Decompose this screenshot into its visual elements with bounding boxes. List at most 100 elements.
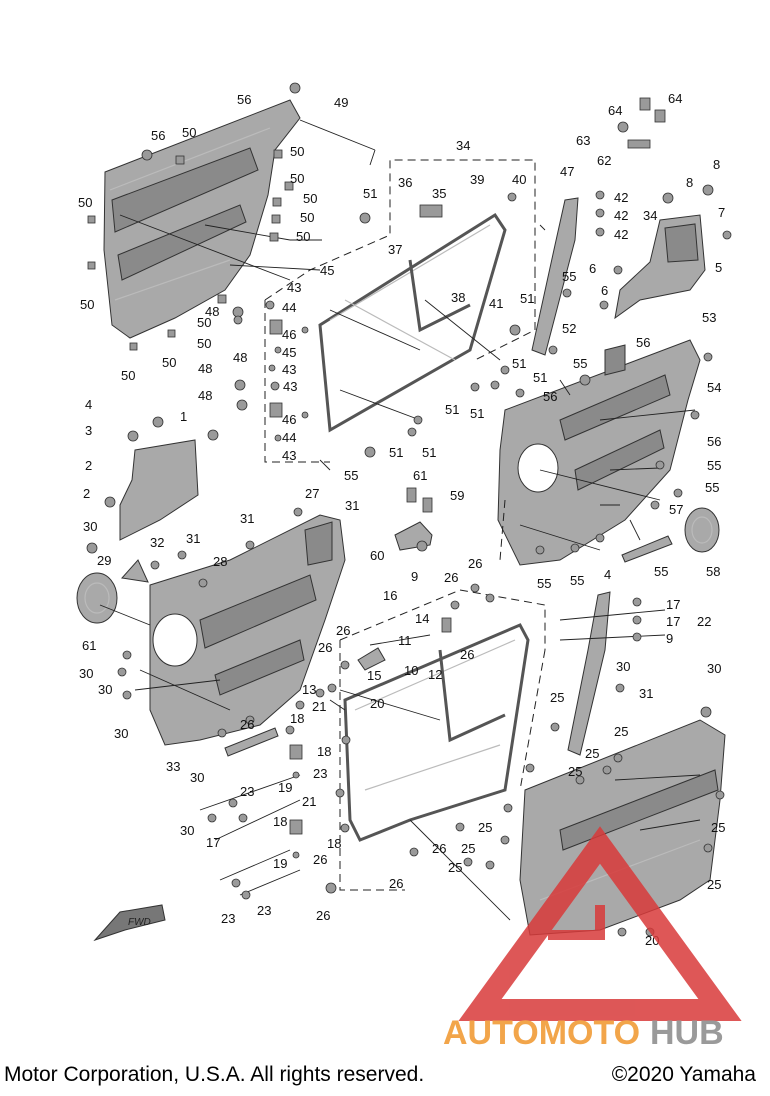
callout-label: 25 bbox=[478, 820, 492, 835]
callout-label: 26 bbox=[444, 570, 458, 585]
callout-label: 33 bbox=[166, 759, 180, 774]
upper-door-frame bbox=[318, 204, 507, 433]
callout-label: 9 bbox=[666, 631, 673, 646]
callout-label: 48 bbox=[198, 388, 212, 403]
callout-label: 39 bbox=[470, 172, 484, 187]
callout-label: 2 bbox=[83, 486, 90, 501]
callout-label: 26 bbox=[336, 623, 350, 638]
callout-label: 47 bbox=[560, 164, 574, 179]
callout-label: 50 bbox=[197, 336, 211, 351]
callout-label: 17 bbox=[666, 597, 680, 612]
callout-label: 51 bbox=[422, 445, 436, 460]
callout-label: 56 bbox=[543, 389, 557, 404]
callout-label: 31 bbox=[186, 531, 200, 546]
callout-label: 1 bbox=[180, 409, 187, 424]
callout-label: 13 bbox=[302, 682, 316, 697]
callout-label: 45 bbox=[282, 345, 296, 360]
callout-label: 21 bbox=[302, 794, 316, 809]
callout-label: 30 bbox=[180, 823, 194, 838]
callout-label: 3 bbox=[85, 423, 92, 438]
callout-label: 50 bbox=[197, 315, 211, 330]
callout-label: 64 bbox=[668, 91, 682, 106]
callout-label: 21 bbox=[312, 699, 326, 714]
callout-label: 26 bbox=[240, 717, 254, 732]
callout-label: 36 bbox=[398, 175, 412, 190]
grab-handle bbox=[531, 197, 579, 356]
callout-label: 42 bbox=[614, 190, 628, 205]
callout-label: 56 bbox=[237, 92, 251, 107]
callout-label: 56 bbox=[707, 434, 721, 449]
callout-label: 50 bbox=[303, 191, 317, 206]
callout-label: 6 bbox=[589, 261, 596, 276]
callout-label: 38 bbox=[451, 290, 465, 305]
callout-label: 23 bbox=[257, 903, 271, 918]
callout-label: 31 bbox=[345, 498, 359, 513]
callout-label: 55 bbox=[573, 356, 587, 371]
callout-label: 17 bbox=[206, 835, 220, 850]
callout-label: 63 bbox=[576, 133, 590, 148]
callout-label: 30 bbox=[114, 726, 128, 741]
callout-label: 50 bbox=[300, 210, 314, 225]
speaker-grille-left bbox=[76, 572, 118, 624]
callout-label: 18 bbox=[290, 711, 304, 726]
watermark-logo bbox=[458, 826, 742, 1021]
callout-label: 48 bbox=[233, 350, 247, 365]
callout-label: 14 bbox=[415, 611, 429, 626]
callout-label: 51 bbox=[533, 370, 547, 385]
watermark-text-hub: HUB bbox=[650, 1014, 724, 1052]
callout-label: 23 bbox=[221, 911, 235, 926]
callout-label: 40 bbox=[512, 172, 526, 187]
callout-label: 50 bbox=[290, 171, 304, 186]
upper-right-bracket bbox=[614, 214, 706, 320]
callout-label: 30 bbox=[707, 661, 721, 676]
callout-label: 51 bbox=[512, 356, 526, 371]
callout-label: 43 bbox=[282, 448, 296, 463]
callout-label: 54 bbox=[707, 380, 721, 395]
callout-label: 26 bbox=[468, 556, 482, 571]
callout-label: 59 bbox=[450, 488, 464, 503]
callout-label: 26 bbox=[389, 876, 403, 891]
middle-left-door-panel bbox=[149, 514, 346, 746]
callout-label: 9 bbox=[411, 569, 418, 584]
callout-label: 25 bbox=[448, 860, 462, 875]
callout-label: 37 bbox=[388, 242, 402, 257]
callout-label: 5 bbox=[715, 260, 722, 275]
callout-label: 60 bbox=[370, 548, 384, 563]
callout-label: 31 bbox=[639, 686, 653, 701]
callout-label: 55 bbox=[654, 564, 668, 579]
callout-label: 25 bbox=[614, 724, 628, 739]
callout-label: 61 bbox=[413, 468, 427, 483]
callout-label: 25 bbox=[711, 820, 725, 835]
callout-label: 22 bbox=[697, 614, 711, 629]
copyright-footer-right: ©2020 Yamaha bbox=[611, 1063, 756, 1086]
callout-label: 26 bbox=[460, 647, 474, 662]
callout-label: 44 bbox=[282, 300, 296, 315]
callout-label: 29 bbox=[97, 553, 111, 568]
fwd-label: FWD bbox=[128, 917, 151, 928]
callout-label: 42 bbox=[614, 208, 628, 223]
upper-left-door-panel bbox=[103, 99, 301, 339]
callout-label: 27 bbox=[305, 486, 319, 501]
callout-label: 42 bbox=[614, 227, 628, 242]
callout-label: 12 bbox=[428, 667, 442, 682]
callout-label: 8 bbox=[713, 157, 720, 172]
callout-label: 55 bbox=[570, 573, 584, 588]
callout-label: 30 bbox=[616, 659, 630, 674]
callout-label: 57 bbox=[669, 502, 683, 517]
small-bracket-28 bbox=[121, 559, 149, 583]
callout-label: 43 bbox=[287, 280, 301, 295]
callout-label: 8 bbox=[686, 175, 693, 190]
callout-label: 23 bbox=[240, 784, 254, 799]
callout-label: 44 bbox=[282, 430, 296, 445]
callout-label: 51 bbox=[363, 186, 377, 201]
callout-label: 48 bbox=[198, 361, 212, 376]
callout-label: 15 bbox=[367, 668, 381, 683]
callout-label: 46 bbox=[282, 327, 296, 342]
callout-label: 53 bbox=[702, 310, 716, 325]
callout-label: 25 bbox=[585, 746, 599, 761]
callout-label: 35 bbox=[432, 186, 446, 201]
callout-label: 32 bbox=[150, 535, 164, 550]
callout-label: 19 bbox=[278, 780, 292, 795]
callout-label: 18 bbox=[317, 744, 331, 759]
callout-label: 25 bbox=[550, 690, 564, 705]
